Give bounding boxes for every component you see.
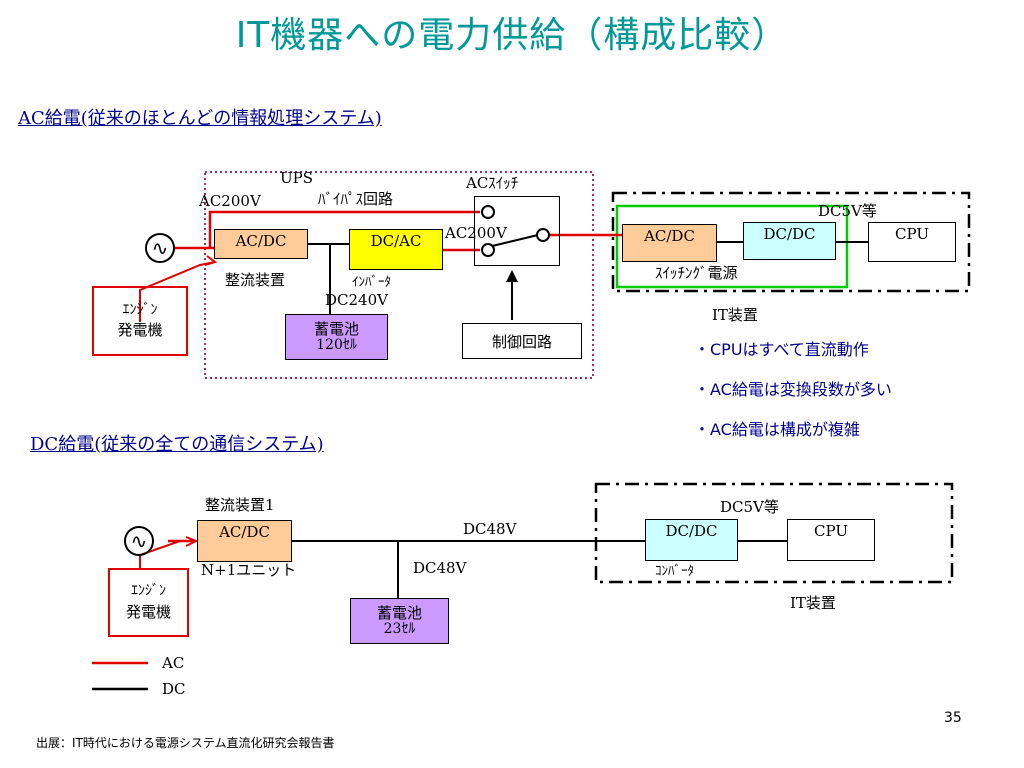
bullet-1: ・CPUはすべて直流動作 <box>694 340 869 359</box>
dc-cpu-text: CPU <box>814 522 848 540</box>
rectifier-label: 整流装置 <box>225 271 286 289</box>
ac-switch-box <box>474 196 560 266</box>
it-dcdc-text: DC/DC <box>763 225 816 243</box>
inverter-label: ｲﾝﾊﾞｰﾀ <box>352 275 391 290</box>
dc-ac-source-icon: ∿ <box>124 526 154 556</box>
dc48v-mid-label: DC48V <box>413 559 467 577</box>
dc-battery-box: 蓄電池 23ｾﾙ <box>350 598 449 644</box>
dc-rectifier-acdc-text: AC/DC <box>219 523 270 541</box>
dc-dc5v-label: DC5V等 <box>720 498 779 516</box>
ac-switch-label: ACｽｲｯﾁ <box>466 174 519 192</box>
dc-battery-line1: 蓄電池 <box>376 604 422 623</box>
it-cpu-box: CPU <box>868 222 956 262</box>
it-acdc-box: AC/DC <box>622 224 717 262</box>
it-dcdc-box: DC/DC <box>743 222 836 260</box>
legend-dc-label: DC <box>162 680 186 698</box>
ac200v-input-label: AC200V <box>199 192 261 210</box>
rectifier-acdc-text: AC/DC <box>235 232 287 250</box>
ac-battery-box: 蓄電池 120ｾﾙ <box>285 314 388 360</box>
ac-generator-box: ｴﾝｼﾞﾝ 発電機 <box>92 286 188 356</box>
ac-source-icon: ∿ <box>145 233 175 263</box>
rectifier1-label: 整流装置1 <box>205 496 275 514</box>
ac-section-heading: AC給電(従来のほとんどの情報処理システム) <box>18 108 382 129</box>
ac-dc5v-label: DC5V等 <box>818 202 877 220</box>
bypass-circuit-label: ﾊﾞｲﾊﾟｽ回路 <box>318 190 394 208</box>
bullet-2: ・AC給電は変換段数が多い <box>694 380 892 399</box>
ac-generator-line2: 発電機 <box>117 321 163 340</box>
dc-generator-line2: 発電機 <box>125 602 171 621</box>
bullet-3: ・AC給電は構成が複雑 <box>694 420 860 439</box>
dc-battery-line2: 23ｾﾙ <box>383 620 416 637</box>
dc-rectifier-acdc-box: AC/DC <box>197 520 292 562</box>
dc-dcdc-text: DC/DC <box>665 522 718 540</box>
dc-generator-line1: ｴﾝｼﾞﾝ <box>131 583 166 600</box>
source-note: 出展：IT時代における電源システム直流化研究会報告書 <box>36 736 335 750</box>
dc-dcdc-box: DC/DC <box>645 519 738 561</box>
ac200v-output-label: AC200V <box>445 224 507 242</box>
switching-power-label: ｽｲｯﾁﾝｸﾞ電源 <box>655 264 738 282</box>
page-title: IT機器への電力供給（構成比較） <box>235 15 789 56</box>
control-circuit-text: 制御回路 <box>491 332 552 351</box>
ups-label: UPS <box>280 169 314 187</box>
inverter-dcac-text: DC/AC <box>370 232 422 250</box>
control-circuit-box: 制御回路 <box>462 323 582 359</box>
ac-battery-line2: 120ｾﾙ <box>316 336 357 353</box>
dc-section-heading: DC給電(従来の全ての通信システム) <box>30 434 324 455</box>
dc48v-top-label: DC48V <box>463 520 517 538</box>
it-acdc-text: AC/DC <box>644 227 695 245</box>
rectifier-acdc-box: AC/DC <box>214 229 308 259</box>
page-number: 35 <box>944 710 962 726</box>
dc240v-label: DC240V <box>325 291 388 309</box>
ac-generator-line1: ｴﾝｼﾞﾝ <box>122 301 158 318</box>
dc-it-device-label: IT装置 <box>790 594 836 612</box>
ac-battery-line1: 蓄電池 <box>313 320 359 339</box>
inverter-dcac-box: DC/AC <box>349 229 443 270</box>
converter-label: ｺﾝﾊﾞｰﾀ <box>655 564 694 579</box>
dc-cpu-box: CPU <box>787 519 875 561</box>
dc-generator-box: ｴﾝｼﾞﾝ 発電機 <box>108 568 189 637</box>
ac-it-device-label: IT装置 <box>712 306 758 324</box>
it-cpu-text: CPU <box>895 225 929 243</box>
legend-ac-label: AC <box>162 654 185 672</box>
n1-unit-label: N+1ユニット <box>201 561 297 579</box>
